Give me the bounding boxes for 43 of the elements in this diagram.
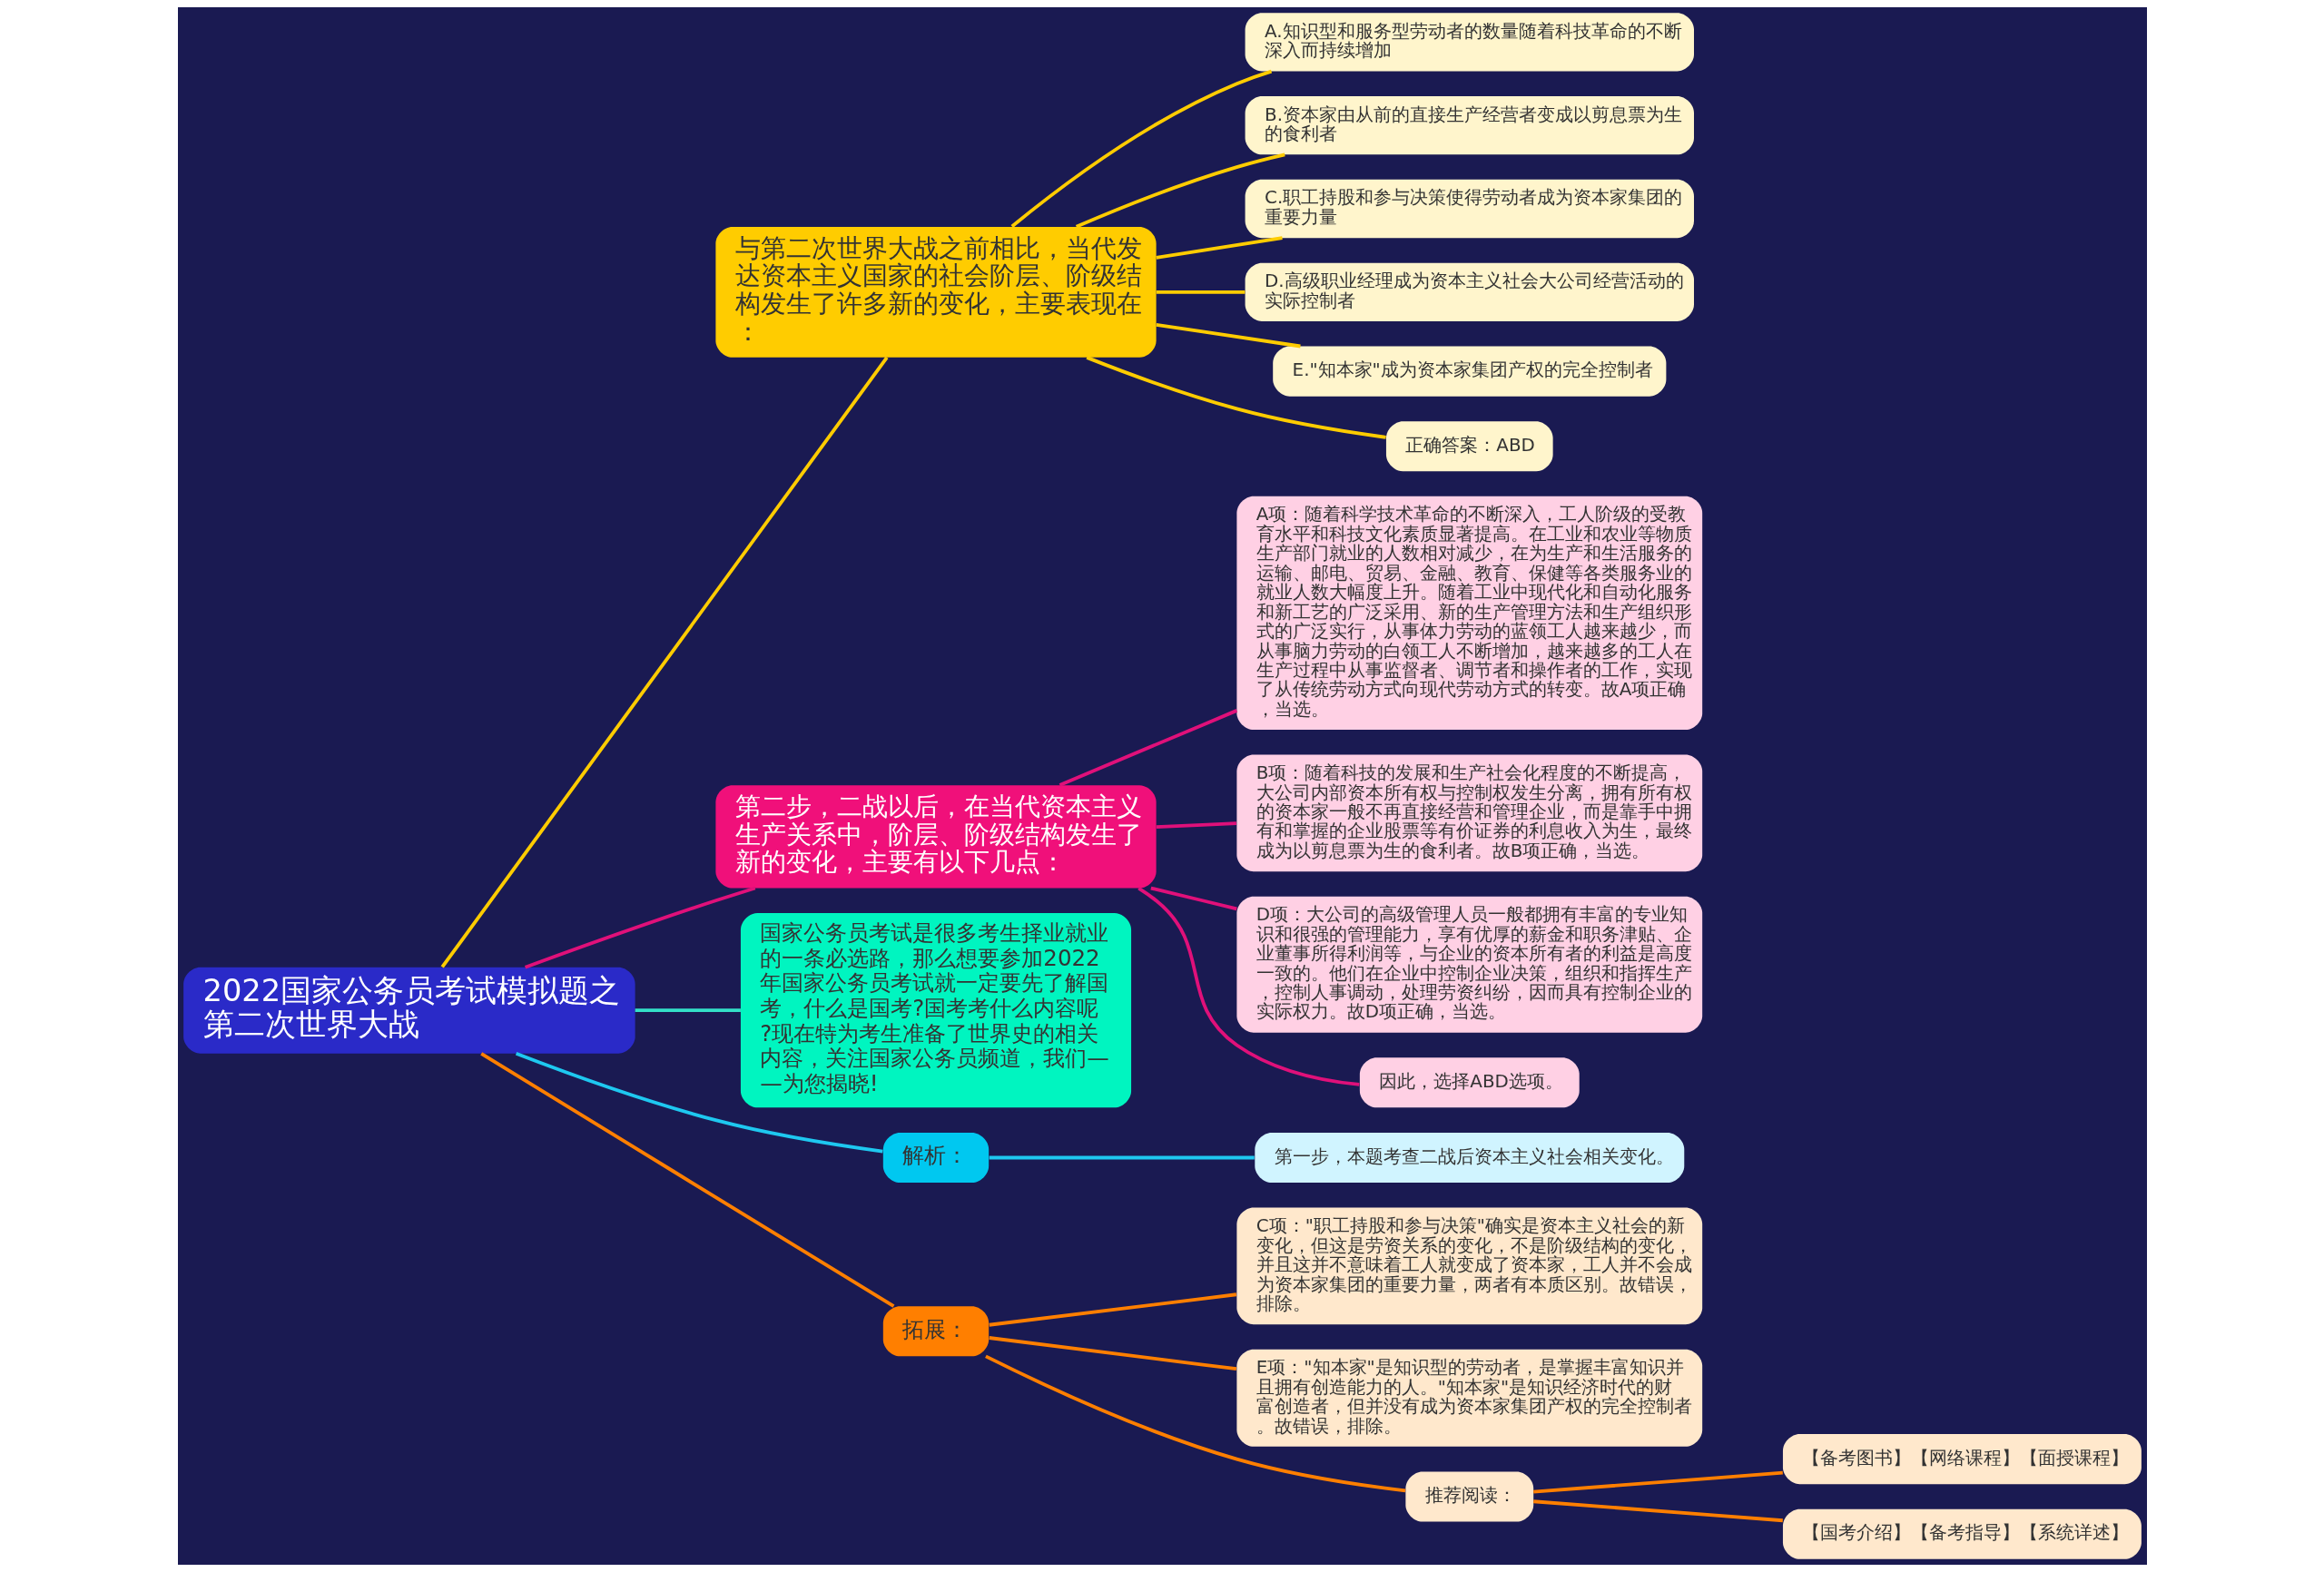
connector: [1156, 290, 1245, 294]
connector: [984, 1354, 1405, 1493]
connector: [1010, 69, 1272, 228]
node-box: B项：随着科技的发展和生产社会化程度的不断提高，大公司内部资本所有权与控制权发生分离，拥有所有权的资本家一般不再直接经营和管理企业，而是靠手中拥有和掌握的企业股票等有价证券的利息收入为生，最终成为以剪息票为生的食利者。故B项正确，当选。: [1236, 754, 1702, 872]
connector: [440, 356, 888, 968]
node-box: 与第二次世界大战之前相比，当代发达资本主义国家的社会阶层、阶级结构发生了许多新的变化，主要表现在：: [714, 226, 1157, 358]
node-box: E项："知本家"是知识型的劳动者，是掌握丰富知识并且拥有创造能力的人。"知本家"是知识经济时代的财富创造者，但并没有成为资本家集团产权的完全控制者。故错误，排除。: [1236, 1349, 1702, 1447]
connector: [1059, 709, 1237, 787]
connector: [1137, 887, 1360, 1086]
connector: [1149, 886, 1237, 911]
connector: [989, 1155, 1255, 1160]
node-box: A项：随着科学技术革命的不断深入，工人阶级的受教育水平和科技文化素质显著提高。在工业和农业等物质生产部门就业的人数相对减少，在为生产和生活服务的运输、邮电、贸易、金融、教育、保健等各类服务业的就业人数大幅度上升。随着工业中现代化和自动化服务和新工艺的广泛采用、新的生产管理方法和生产组织形式的广泛实行，从事体力劳动的蓝领工人越来越少，而从事脑力劳动的白领工人不断增加，越来越多的工人在生产过程中从事监督者、调节者和操作者的工作，实现了从传统劳动方式向现代劳动方式的转变。故A项正确，当选。: [1236, 496, 1702, 730]
node-box: B.资本家由从前的直接生产经营者变成以剪息票为生的食利者: [1245, 96, 1694, 155]
connector: [1155, 236, 1283, 260]
node-box: 第二步，二战以后，在当代资本主义生产关系中，阶层、阶级结构发生了新的变化，主要有以下几点：: [714, 785, 1157, 889]
node-box: 正确答案：ABD: [1385, 421, 1553, 472]
node-box: E."知本家"成为资本家集团产权的完全控制者: [1272, 346, 1666, 397]
node-box: D.高级职业经理成为资本主义社会大公司经营活动的实际控制者: [1245, 262, 1694, 321]
connector: [1075, 152, 1285, 229]
connector: [1532, 1470, 1783, 1494]
node-box: 推荐阅读：: [1404, 1471, 1533, 1522]
connector: [1155, 322, 1301, 349]
connector: [524, 886, 755, 969]
node-box: 拓展：: [882, 1306, 989, 1357]
node-box: 2022国家公务员考试模拟题之第二次世界大战: [182, 967, 635, 1054]
connector: [988, 1336, 1236, 1371]
node-box: C项："职工持股和参与决策"确实是资本主义社会的新变化，但这是劳资关系的变化，不是阶级结构的变化，并且这并不意味着工人就变成了资本家，工人并不会成为资本家集团的重要力量，两者有本质区别。故错误，排除。: [1236, 1207, 1702, 1325]
connector: [479, 1052, 894, 1308]
node-box: 国家公务员考试是很多考生择业就业的一条必选路，那么想要参加2022年国家公务员考试就一定要先了解国考，什么是国考?国考考什么内容呢?现在特为考生准备了世界史的相关内容，关注国家公务员频道，我们——为您揭晓!: [740, 913, 1131, 1108]
node-box: C.职工持股和参与决策使得劳动者成为资本家集团的重要力量: [1245, 179, 1694, 239]
connector: [1156, 821, 1236, 830]
node-box: 第一步，本题考查二战后资本主义社会相关变化。: [1254, 1132, 1684, 1183]
node-box: A.知识型和服务型劳动者的数量随着科技革命的不断深入而持续增加: [1245, 13, 1694, 72]
node-box: 【备考图书】【网络课程】【面授课程】: [1782, 1434, 2142, 1485]
node-box: 解析：: [882, 1132, 989, 1183]
node-box: 【国考介绍】【备考指导】【系统详述】: [1782, 1508, 2142, 1559]
connector: [1086, 356, 1386, 439]
connector: [1532, 1499, 1783, 1523]
connector: [635, 1008, 741, 1013]
connector: [515, 1051, 883, 1154]
node-box: D项：大公司的高级管理人员一般都拥有丰富的专业知识和很强的管理能力，享有优厚的薪金和职务津贴、企业董事所得利润等，与企业的资本所有者的利益是高度一致的。他们在企业中控制企业决策，组织和指挥生产，控制人事调动，处理劳资纠纷，因而具有控制企业的实际权力。故D项正确，当选。: [1236, 896, 1702, 1033]
node-box: 因此，选择ABD选项。: [1359, 1057, 1580, 1108]
connector: [988, 1292, 1236, 1327]
